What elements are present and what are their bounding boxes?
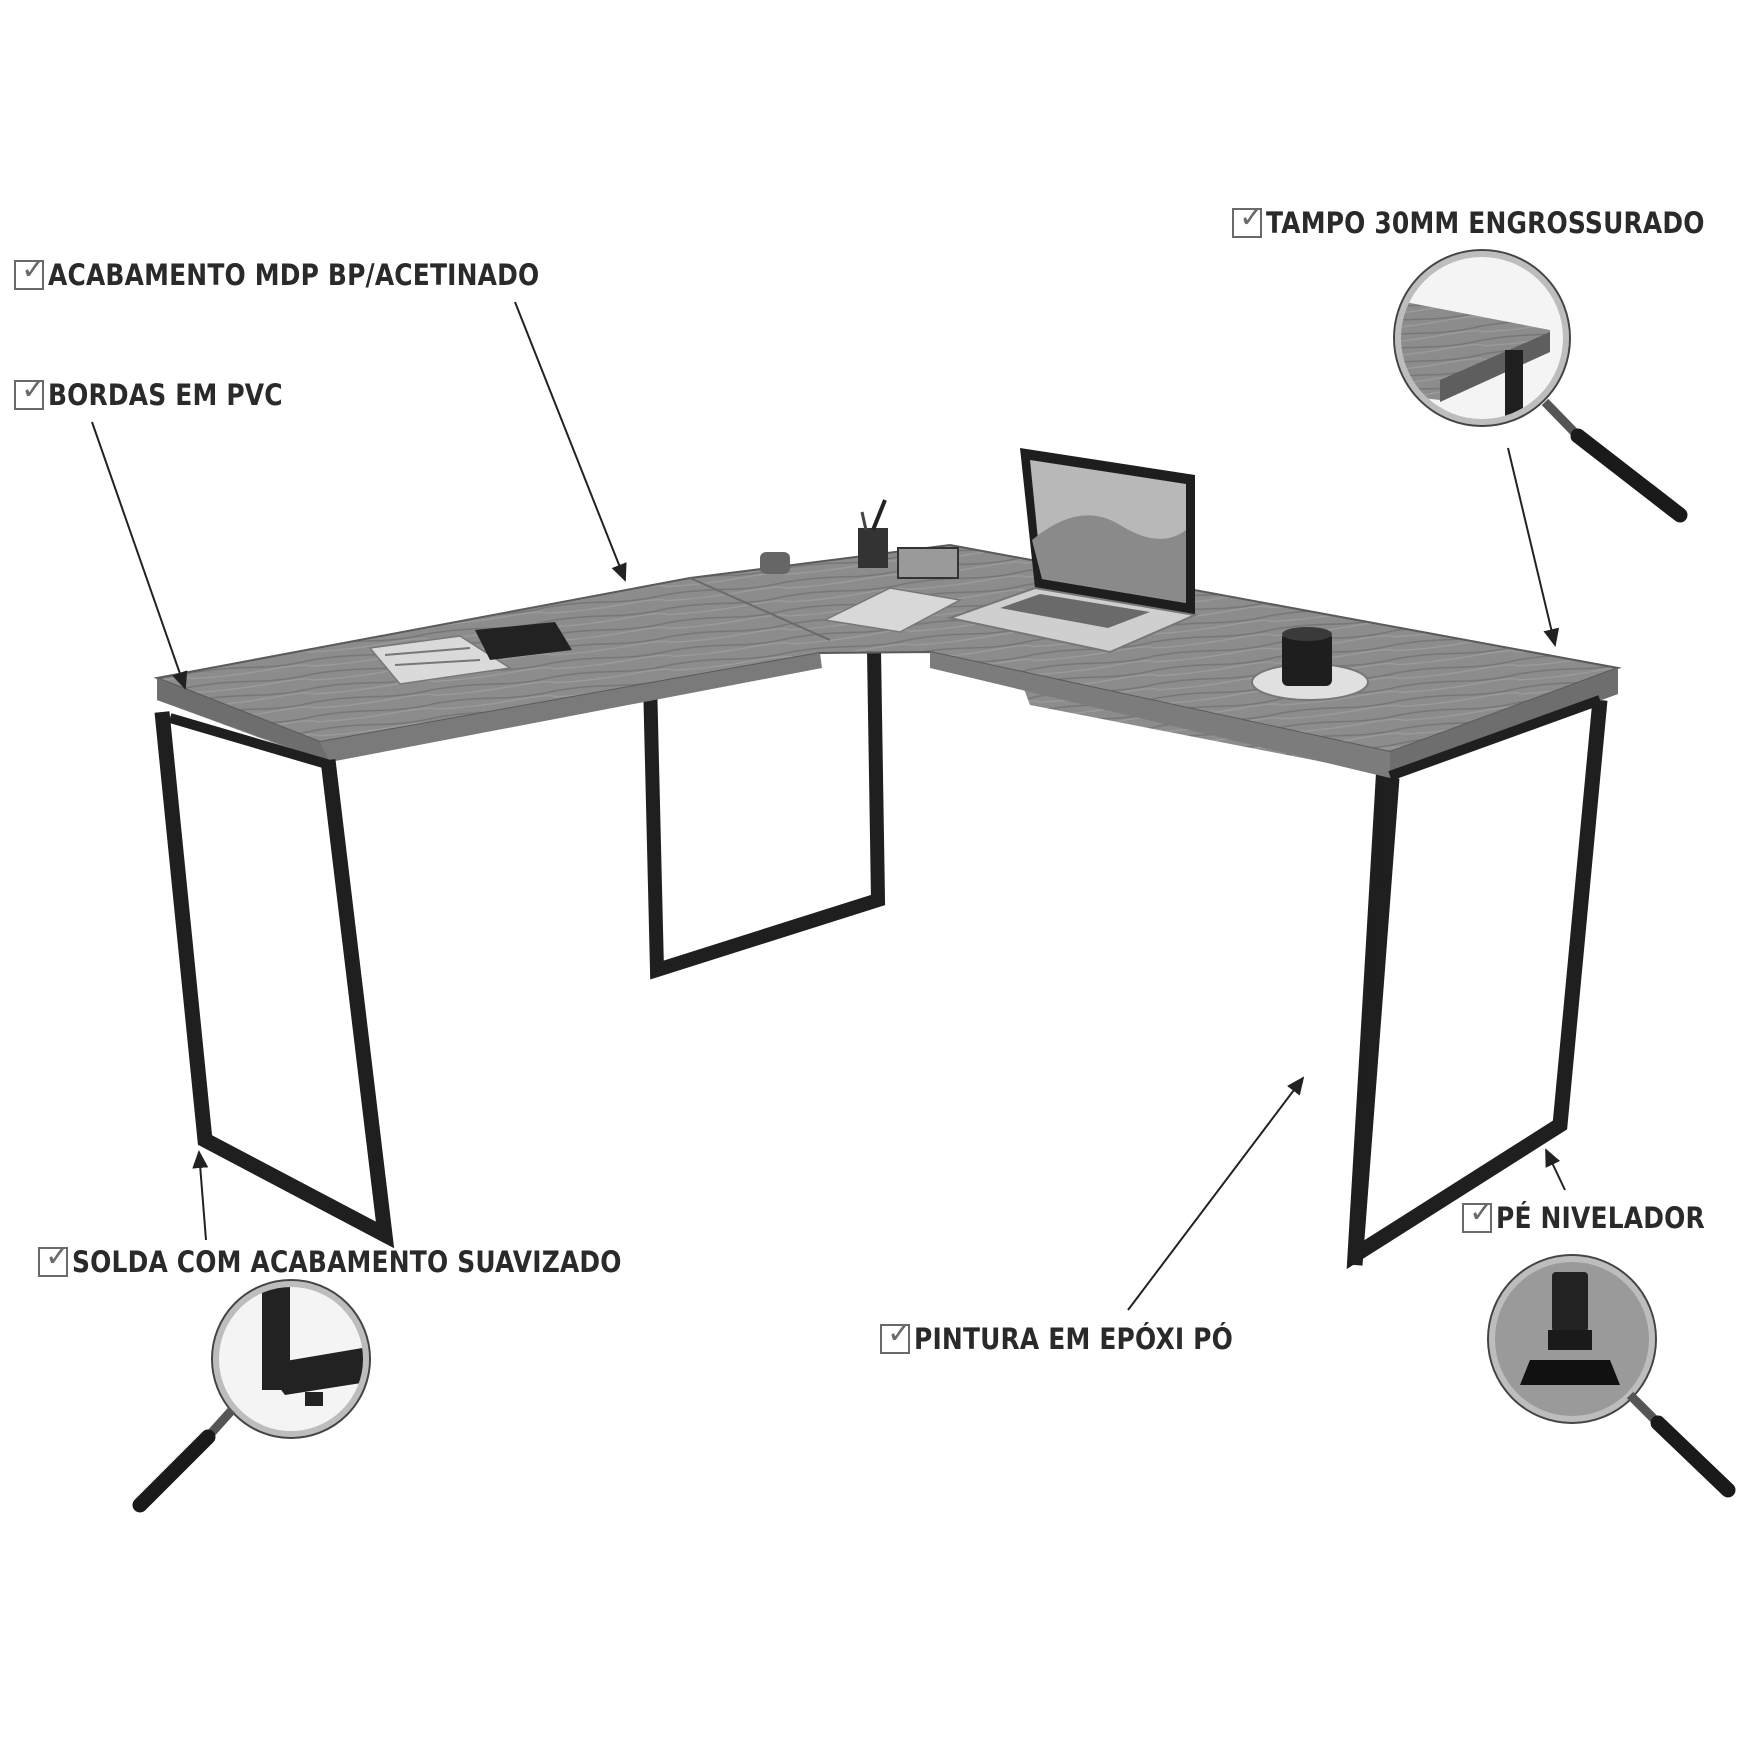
laptop [946,448,1199,654]
check-box-icon [14,252,46,290]
desk-leg-left [154,711,395,1249]
desk-items-left [368,622,572,685]
feature-acabamento: ACABAMENTO MDP BP/ACETINADO [14,252,619,292]
check-box-icon [880,1316,912,1354]
arrow-icon [91,421,188,690]
feature-pe: PÉ NIVELADOR [1462,1195,1739,1235]
magnifier-icon [1393,249,1688,523]
check-box-icon [38,1239,70,1277]
l-shaped-desk [153,448,1622,1270]
feature-solda: SOLDA COM ACABAMENTO SUAVIZADO [38,1239,711,1279]
magnifier-icon [1487,1254,1736,1498]
feature-label: PÉ NIVELADOR [1496,1201,1705,1235]
feature-bordas: BORDAS EM PVC [14,372,321,412]
feature-pintura: PINTURA EM EPÓXI PÓ [880,1316,1285,1356]
check-box-icon [1232,200,1264,238]
desk-tabletop [153,543,1622,778]
callout-arrows [91,301,1566,1311]
arrow-icon [514,301,627,582]
arrow-icon [1507,447,1560,647]
feature-label: BORDAS EM PVC [48,378,283,412]
feature-tampo: TAMPO 30MM ENGROSSURADO [1232,200,1750,240]
desk-items-center [760,499,963,633]
feature-label: TAMPO 30MM ENGROSSURADO [1266,206,1705,240]
arrow-icon [1545,1148,1566,1191]
feature-label: ACABAMENTO MDP BP/ACETINADO [48,258,540,292]
arrow-icon [1127,1076,1305,1311]
arrow-icon [192,1150,209,1241]
magnifier-icon [132,1279,371,1513]
desk-leg-right-front [1347,695,1602,1266]
feature-label: SOLDA COM ACABAMENTO SUAVIZADO [72,1245,622,1279]
mug-and-saucer [1251,627,1369,701]
check-box-icon [14,372,46,410]
check-box-icon [1462,1195,1494,1233]
desk-leg-middle [643,649,886,980]
feature-label: PINTURA EM EPÓXI PÓ [914,1322,1233,1356]
